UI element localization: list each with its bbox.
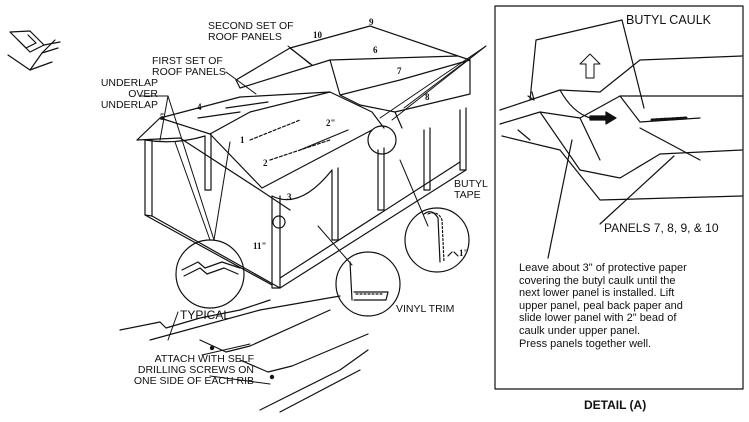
dimension-11-inch: 11" <box>253 241 267 251</box>
panel-number-4: 4 <box>197 102 202 112</box>
typical-label: TYPICAL <box>180 308 231 322</box>
instruction-line: covering the butyl caulk until the <box>519 274 676 287</box>
panel-number-10: 10 <box>313 30 322 40</box>
panel-number-6: 6 <box>373 45 378 55</box>
instruction-line: upper panel, peal back paper and <box>519 299 683 312</box>
instruction-line: Leave about 3" of protective paper <box>519 262 687 274</box>
instruction-line: slide lower panel with 2" bead of <box>519 312 677 325</box>
butyl-tape-circle <box>404 207 470 273</box>
panel-number-9: 9 <box>369 17 374 27</box>
instruction-line: Press panels together well. <box>519 337 652 350</box>
instruction-line: caulk under upper panel. <box>519 324 641 337</box>
detail-caption: DETAIL (A) <box>584 398 647 412</box>
panel-number-7: 7 <box>397 66 402 76</box>
vinyl-trim-label: VINYL TRIM <box>396 303 455 315</box>
dimension-2-inch: 2" <box>326 118 336 128</box>
panel-number-3: 3 <box>287 192 292 202</box>
vinyl-trim-circle <box>335 251 401 317</box>
butyl-caulk-label: BUTYL CAULK <box>626 13 711 27</box>
panel-number-1: 1 <box>240 135 245 145</box>
panels-label: PANELS 7, 8, 9, & 10 <box>604 221 719 235</box>
typical-detail-circle <box>175 239 245 309</box>
detail-a-box <box>494 5 744 390</box>
carport-frame <box>136 25 471 289</box>
panel-number-2: 2 <box>263 158 268 168</box>
attach-screw-detail <box>119 295 369 413</box>
panel-number-8: 8 <box>425 92 430 102</box>
instruction-line: next lower panel is installed. Lift <box>519 287 675 300</box>
dimension-1-inch: 1" <box>459 248 469 258</box>
detail-instructions: Leave about 3" of protective paper cover… <box>519 262 729 350</box>
panel-number-5: 5 <box>160 112 165 122</box>
panel-edge-inset <box>7 30 61 71</box>
